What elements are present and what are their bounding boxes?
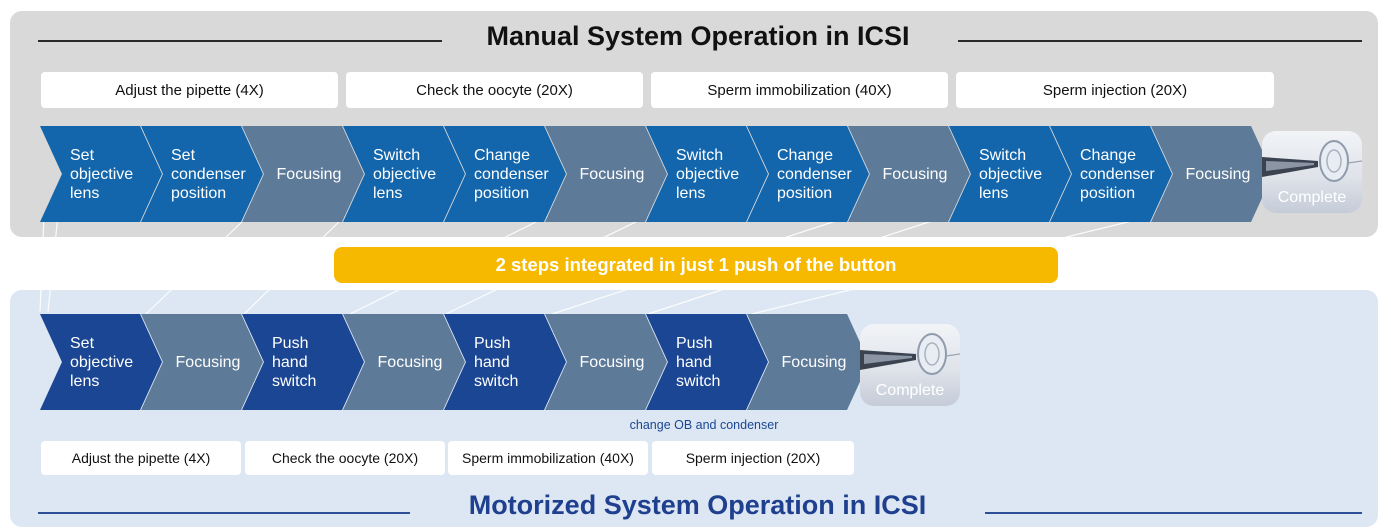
motor-stage-2: Check the oocyte (20X) bbox=[245, 441, 445, 475]
manual-stage-4: Sperm injection (20X) bbox=[956, 72, 1274, 108]
manual-step-4: Switch objective lens bbox=[343, 126, 465, 222]
hand-switch-note: change OB and condenser bbox=[629, 418, 779, 432]
manual-stage-2: Check the oocyte (20X) bbox=[346, 72, 643, 108]
manual-complete-label: Complete bbox=[1277, 189, 1347, 206]
oocyte-pipette-icon bbox=[860, 333, 960, 375]
title-rule-left bbox=[38, 40, 442, 42]
motor-step-6: Focusing bbox=[545, 314, 667, 410]
motor-complete-image: Complete bbox=[860, 324, 960, 406]
motor-rule-left bbox=[38, 512, 410, 514]
title-rule-right bbox=[958, 40, 1362, 42]
motor-stage-1: Adjust the pipette (4X) bbox=[41, 441, 241, 475]
manual-title: Manual System Operation in ICSI bbox=[486, 21, 910, 51]
manual-stage-3: Sperm immobilization (40X) bbox=[651, 72, 948, 108]
motor-complete-label: Complete bbox=[875, 382, 945, 399]
manual-step-10: Switch objective lens bbox=[949, 126, 1071, 222]
motorized-title: Motorized System Operation in ICSI bbox=[468, 490, 927, 520]
motor-stage-3: Sperm immobilization (40X) bbox=[448, 441, 648, 475]
manual-step-5: Change condenser position bbox=[444, 126, 566, 222]
motor-stage-4: Sperm injection (20X) bbox=[652, 441, 854, 475]
oocyte-pipette-icon bbox=[1262, 140, 1362, 182]
motor-rule-right bbox=[985, 512, 1362, 514]
manual-complete-image: Complete bbox=[1262, 131, 1362, 213]
manual-step-11: Change condenser position bbox=[1050, 126, 1172, 222]
manual-stage-1: Adjust the pipette (4X) bbox=[41, 72, 338, 108]
integration-banner: 2 steps integrated in just 1 push of the… bbox=[334, 247, 1058, 283]
